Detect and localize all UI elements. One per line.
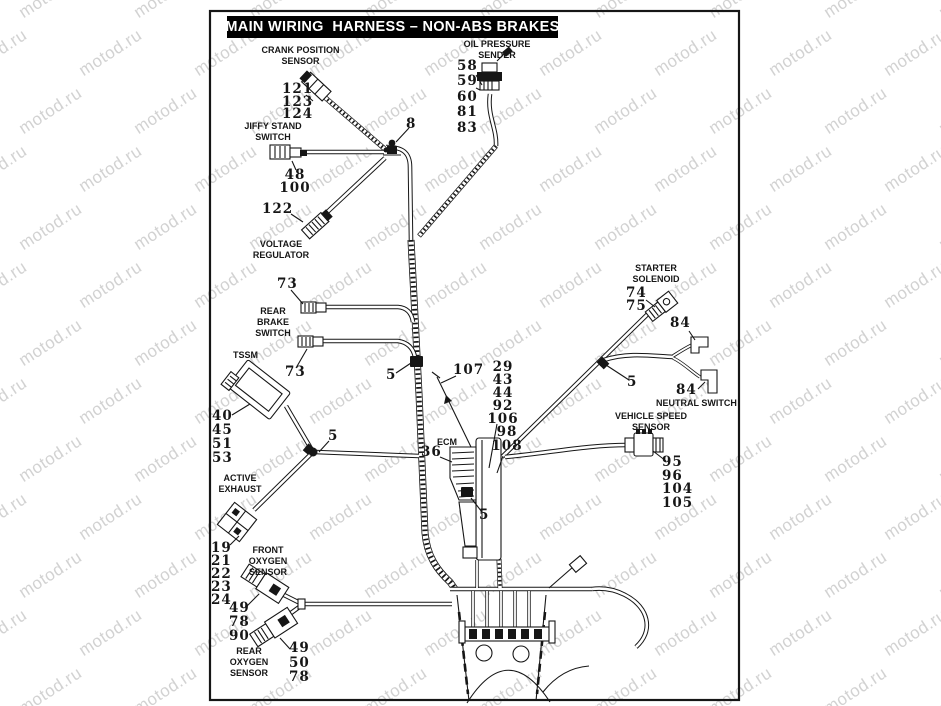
label-rear-brake-switch: REAR BRAKE SWITCH	[255, 306, 291, 338]
callout-tssm-clip: 5	[328, 428, 339, 444]
callout-jiffy-pins: 48 100	[279, 167, 311, 196]
branch-clip-icon	[596, 356, 610, 370]
antenna-icon	[436, 376, 472, 448]
jiffy-stand-connector-icon	[269, 144, 307, 160]
label-vehicle-speed-sensor: VEHICLE SPEED SENSOR	[614, 411, 688, 432]
callout-rear-brake-bottom: 73	[285, 364, 306, 380]
tssm-clip-icon	[302, 443, 318, 457]
callout-ecm-pins-lower: 98 108	[491, 424, 523, 454]
trunk-clip-icon	[410, 356, 423, 367]
diagram-title: MAIN WIRING HARNESS – NON-ABS BRAKES	[225, 16, 559, 38]
label-jiffy-stand-switch: JIFFY STAND SWITCH	[244, 121, 302, 142]
label-neutral-switch: NEUTRAL SWITCH	[656, 398, 737, 408]
label-crank-position-sensor: CRANK POSITION SENSOR	[261, 45, 340, 66]
callout-rear-oxygen-pins: 49 50 78	[289, 640, 310, 685]
label-tssm: TSSM	[233, 350, 259, 360]
front-oxygen-sensor-icon	[240, 563, 290, 605]
ground-bolt-icon	[383, 139, 401, 156]
ecm-bracket	[475, 437, 502, 561]
fender-arc	[466, 669, 551, 704]
label-voltage-regulator: VOLTAGE REGULATOR	[252, 239, 310, 260]
rear-brake-connector-bottom-icon	[297, 335, 324, 348]
callout-boot-lower: 84	[676, 382, 697, 398]
callout-ecm-clip: 5	[479, 507, 490, 523]
callout-starter-solenoid-pins: 74 75	[626, 285, 647, 314]
crank-sensor-icon	[299, 70, 332, 102]
callout-tssm-pins: 40 45 51 53	[212, 408, 233, 466]
label-rear-oxygen-sensor: REAR OXYGEN SENSOR	[229, 646, 269, 678]
callout-rear-brake-top: 73	[277, 276, 298, 292]
label-active-exhaust: ACTIVE EXHAUST	[218, 473, 262, 494]
callout-trunk-clip: 5	[386, 367, 397, 383]
harness-stub	[568, 554, 588, 574]
vehicle-speed-sensor-icon	[624, 429, 664, 457]
diagram-frame	[208, 9, 741, 702]
callout-ground-bolt: 8	[406, 116, 417, 132]
tssm-module-icon	[220, 359, 291, 420]
callout-vss-pins: 95 96 104 105	[662, 454, 694, 511]
rear-brake-connector-top-icon	[300, 301, 327, 314]
boot-upper-icon	[690, 336, 709, 354]
label-front-oxygen-sensor: FRONT OXYGEN SENSOR	[248, 545, 288, 577]
oil-pressure-sender-icon	[477, 46, 513, 91]
ecm-connector-icon	[449, 446, 477, 501]
ecm-clip-icon	[461, 487, 473, 497]
label-oil-pressure-sender: OIL PRESSURE SENDER	[463, 39, 531, 60]
callout-active-exhaust-pins: 19 21 22 23 24	[211, 540, 232, 608]
callout-ecm-connector: 36	[421, 444, 442, 460]
callout-branch-clip: 5	[627, 374, 638, 390]
active-exhaust-connector-icon	[216, 501, 258, 543]
label-ecm: ECM	[437, 437, 457, 447]
callout-crank-pins: 121 123 124	[282, 81, 314, 122]
callout-boot-upper: 84	[670, 315, 691, 331]
voltage-regulator-connector-icon	[300, 209, 333, 240]
callout-oil-sender-pins: 58 59 60 81 83	[457, 58, 478, 136]
callout-antenna: 107	[453, 362, 485, 378]
rear-oxygen-sensor-icon	[248, 606, 299, 648]
boot-lower-icon	[700, 369, 718, 394]
callout-voltage-regulator: 122	[262, 201, 294, 217]
callout-ecm-pins-upper: 29 43 44 92 106	[487, 359, 519, 427]
callout-front-oxygen-pins: 49 78 90	[229, 600, 250, 644]
starter-solenoid-terminal-icon	[644, 290, 679, 323]
label-starter-solenoid: STARTER SOLENOID	[632, 263, 680, 284]
